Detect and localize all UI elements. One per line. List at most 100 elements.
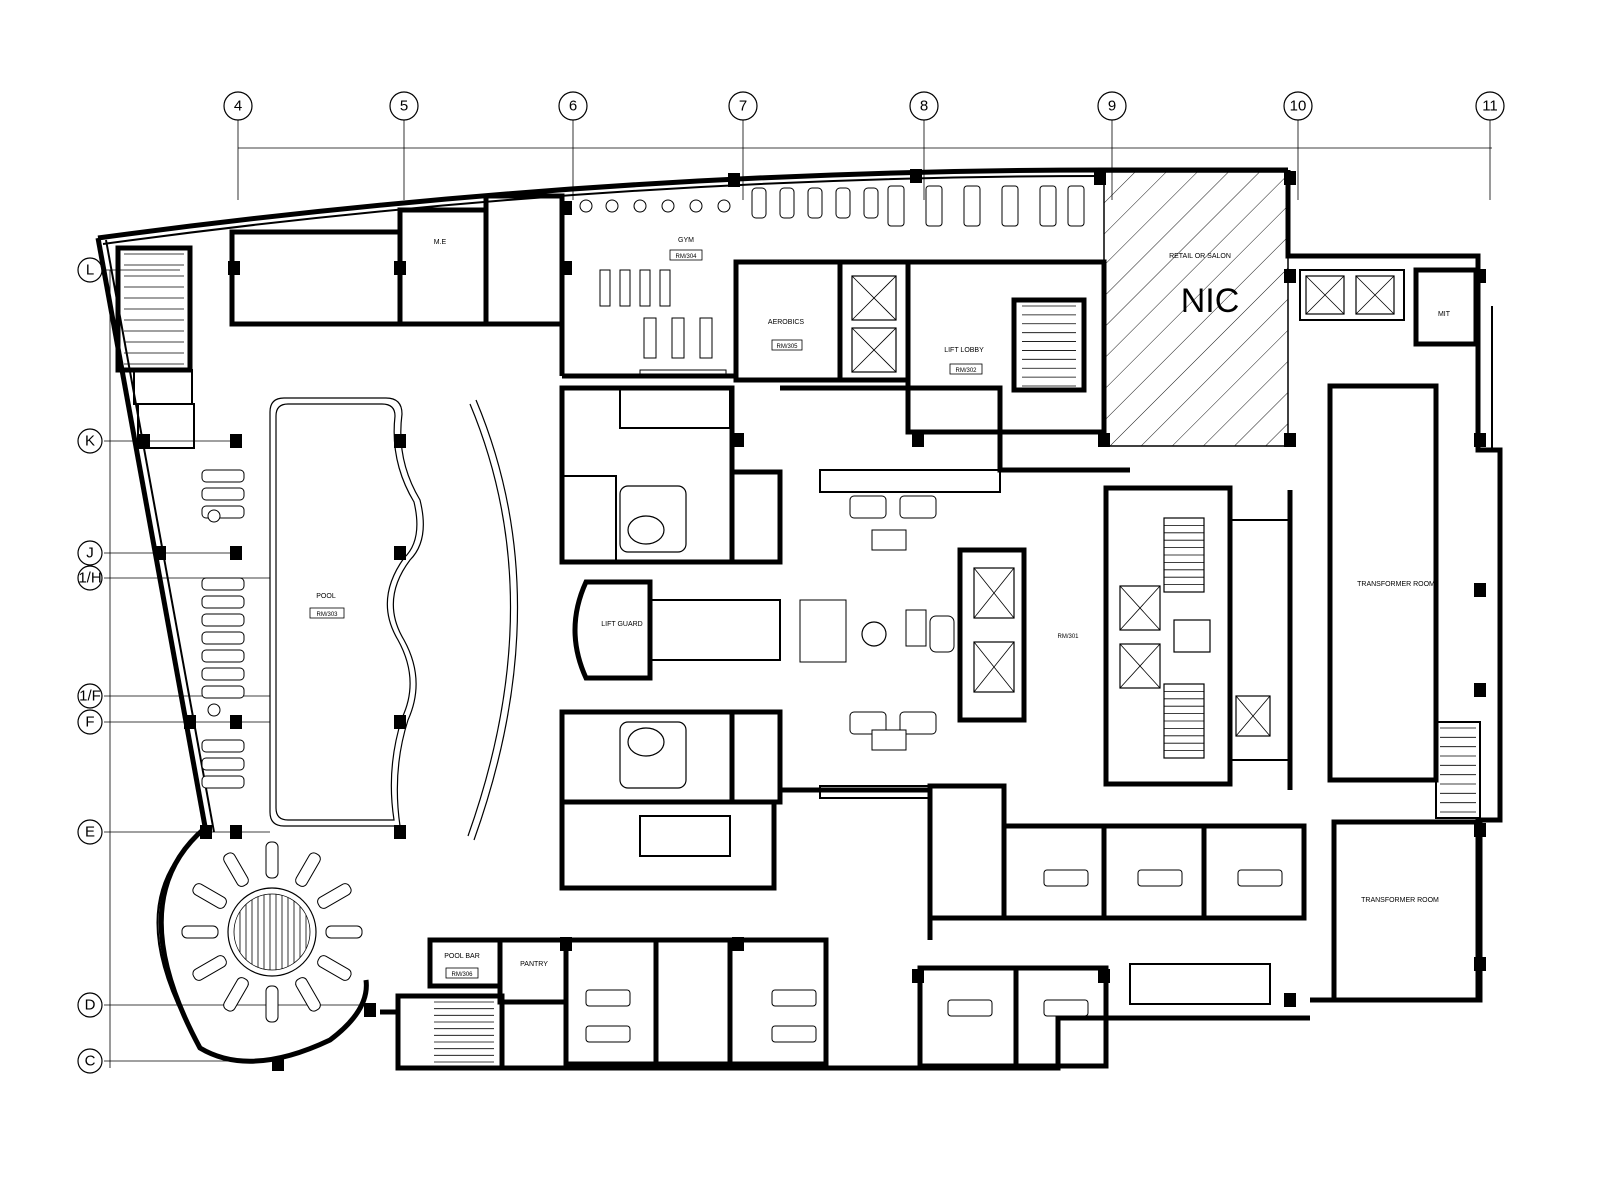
grid-bubble-row-L: L — [77, 257, 180, 283]
grid-bubble-col-6: 6 — [558, 91, 588, 200]
gym-label: GYM — [678, 237, 694, 244]
deck-chair — [317, 883, 352, 909]
deck-chair — [265, 985, 279, 1023]
grid-label: 6 — [569, 98, 577, 115]
column — [728, 173, 740, 187]
column — [1474, 683, 1486, 697]
column — [272, 1057, 284, 1071]
column — [200, 825, 212, 839]
grid-label: L — [86, 262, 94, 279]
lift-lobby-label: LIFT LOBBY — [944, 347, 984, 354]
gym-area: GYM RM/304 — [559, 185, 1085, 379]
aerobics-room: AEROBICS RM/305 — [733, 259, 843, 383]
pool-loungers — [201, 469, 245, 789]
treatment-bed — [771, 989, 817, 1007]
lounger — [201, 469, 245, 483]
deck-chair — [192, 955, 227, 981]
pool-bar-label: POOL BAR — [444, 953, 480, 960]
grid-label: 1/H — [78, 570, 101, 587]
pantry-label: PANTRY — [520, 961, 548, 968]
nw-stair-block: M.E — [115, 193, 565, 449]
grid-label: D — [85, 997, 96, 1014]
treatment-bed — [1043, 869, 1089, 887]
column — [394, 261, 406, 275]
transformer-rooms: TRANSFORMER ROOM TRANSFORMER ROOM MIT — [1299, 267, 1483, 1003]
mit-label: MIT — [1438, 311, 1451, 318]
grid-label: K — [85, 433, 95, 450]
grid-bubble-col-5: 5 — [389, 91, 419, 200]
pool: POOL RM/303 — [269, 397, 519, 841]
column — [1474, 823, 1486, 837]
column — [228, 261, 240, 275]
gym-tag: RM/304 — [675, 254, 697, 260]
column — [560, 937, 572, 951]
column — [1474, 957, 1486, 971]
lift-guard-label: LIFT GUARD — [601, 621, 643, 628]
grid-label: J — [86, 545, 94, 562]
treatment-bed — [585, 989, 631, 1007]
column — [1284, 433, 1296, 447]
column — [1284, 269, 1296, 283]
transformer-2-label: TRANSFORMER ROOM — [1361, 897, 1439, 904]
grid-label: 5 — [400, 98, 408, 115]
column — [560, 201, 572, 215]
column — [732, 937, 744, 951]
column — [230, 546, 242, 560]
grid-bubble-row-E: E — [77, 819, 270, 845]
deck-chair — [317, 955, 352, 981]
east-core — [1103, 485, 1293, 790]
treatment-bed — [1237, 869, 1283, 887]
grid-bubble-row-1-F: 1/F — [77, 683, 270, 709]
grid-label: 9 — [1108, 98, 1116, 115]
column — [364, 1003, 376, 1017]
central-lounge: RM/301 — [780, 385, 1130, 940]
column — [1474, 433, 1486, 447]
lounger — [201, 685, 245, 699]
column — [1474, 583, 1486, 597]
column — [732, 433, 744, 447]
deck-chair — [295, 977, 321, 1012]
column — [912, 969, 924, 983]
column — [560, 261, 572, 275]
changing-rooms: LIFT GUARD — [559, 385, 783, 891]
column — [394, 715, 406, 729]
lounger — [201, 613, 245, 627]
armchair — [849, 711, 887, 735]
grid-bubble-row-K: K — [77, 428, 240, 454]
column — [394, 546, 406, 560]
grid-label: 10 — [1290, 98, 1307, 115]
column — [1094, 171, 1106, 185]
column — [1474, 269, 1486, 283]
armchair — [849, 495, 887, 519]
retail-label: RETAIL OR SALON — [1169, 253, 1231, 260]
jacuzzi-deck — [156, 826, 369, 1064]
lounger — [201, 667, 245, 681]
grid-bubble-col-11: 11 — [1475, 91, 1505, 200]
deck-chair — [223, 852, 249, 887]
deck-chair — [265, 841, 279, 879]
column — [1284, 171, 1296, 185]
pool-label: POOL — [316, 593, 336, 600]
me-room-label: M.E — [434, 239, 447, 246]
retail-area: NIC RETAIL OR SALON — [1103, 171, 1289, 447]
treatment-bed — [1137, 869, 1183, 887]
grid-bubble-row-1-H: 1/H — [77, 565, 270, 591]
deck-chair — [181, 925, 219, 939]
lounger — [201, 577, 245, 591]
column — [230, 434, 242, 448]
grid-label: 11 — [1482, 98, 1498, 115]
transformer-1-label: TRANSFORMER ROOM — [1357, 581, 1435, 588]
grid-bubble-col-4: 4 — [223, 91, 253, 200]
grid-bubble-col-7: 7 — [728, 91, 758, 200]
deck-chair — [223, 977, 249, 1012]
treatment-bed — [585, 1025, 631, 1043]
aerobics-tag: RM/305 — [776, 344, 798, 350]
grid-bubble-col-10: 10 — [1283, 91, 1313, 200]
deck-chair — [192, 883, 227, 909]
lounger — [201, 739, 245, 753]
north-lift-lobby: LIFT LOBBY RM/302 — [837, 259, 1107, 435]
lounger — [201, 649, 245, 663]
column — [394, 825, 406, 839]
lounger — [201, 487, 245, 501]
